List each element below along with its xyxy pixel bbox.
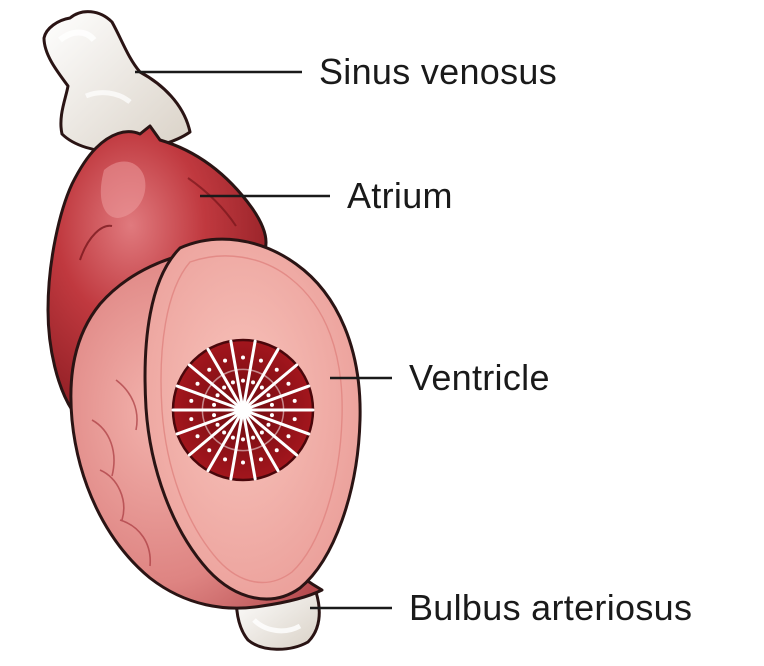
label-sinus-venosus: Sinus venosus: [319, 51, 557, 92]
trabecula-dot: [223, 359, 227, 363]
trabecula-dot: [222, 431, 226, 435]
trabecula-dot: [293, 399, 297, 403]
ventricle-lumen: [173, 340, 313, 480]
trabecula-dot: [189, 399, 193, 403]
trabecula-dot: [260, 385, 264, 389]
trabecula-dot: [241, 356, 245, 360]
trabecula-dot: [216, 393, 220, 397]
trabecula-dot: [266, 393, 270, 397]
trabecula-dot: [207, 368, 211, 372]
label-atrium: Atrium: [347, 175, 453, 216]
trabecula-dot: [223, 457, 227, 461]
trabecula-dot: [241, 379, 245, 383]
trabecula-dot: [251, 380, 255, 384]
trabecula-dot: [216, 423, 220, 427]
trabecula-dot: [207, 448, 211, 452]
trabecula-dot: [259, 359, 263, 363]
trabecula-dot: [286, 434, 290, 438]
trabecula-dot: [196, 382, 200, 386]
trabecula-dot: [196, 434, 200, 438]
label-bulbus-arteriosus: Bulbus arteriosus: [409, 587, 692, 628]
trabecula-dot: [241, 437, 245, 441]
trabecula-dot: [286, 382, 290, 386]
label-ventricle: Ventricle: [409, 357, 550, 398]
trabecula-dot: [231, 436, 235, 440]
trabecula-dot: [222, 385, 226, 389]
trabecula-dot: [260, 431, 264, 435]
trabecula-dot: [212, 403, 216, 407]
trabecula-dot: [189, 417, 193, 421]
trabecula-dot: [231, 380, 235, 384]
trabecula-dot: [212, 413, 216, 417]
trabecula-dot: [251, 436, 255, 440]
trabecula-dot: [270, 403, 274, 407]
trabecula-dot: [270, 413, 274, 417]
trabecula-dot: [259, 457, 263, 461]
trabecula-dot: [275, 448, 279, 452]
trabecula-dot: [275, 368, 279, 372]
trabecula-dot: [293, 417, 297, 421]
sinus-venosus-shape: [44, 12, 190, 152]
trabecula-dot: [241, 461, 245, 465]
trabecula-dot: [266, 423, 270, 427]
